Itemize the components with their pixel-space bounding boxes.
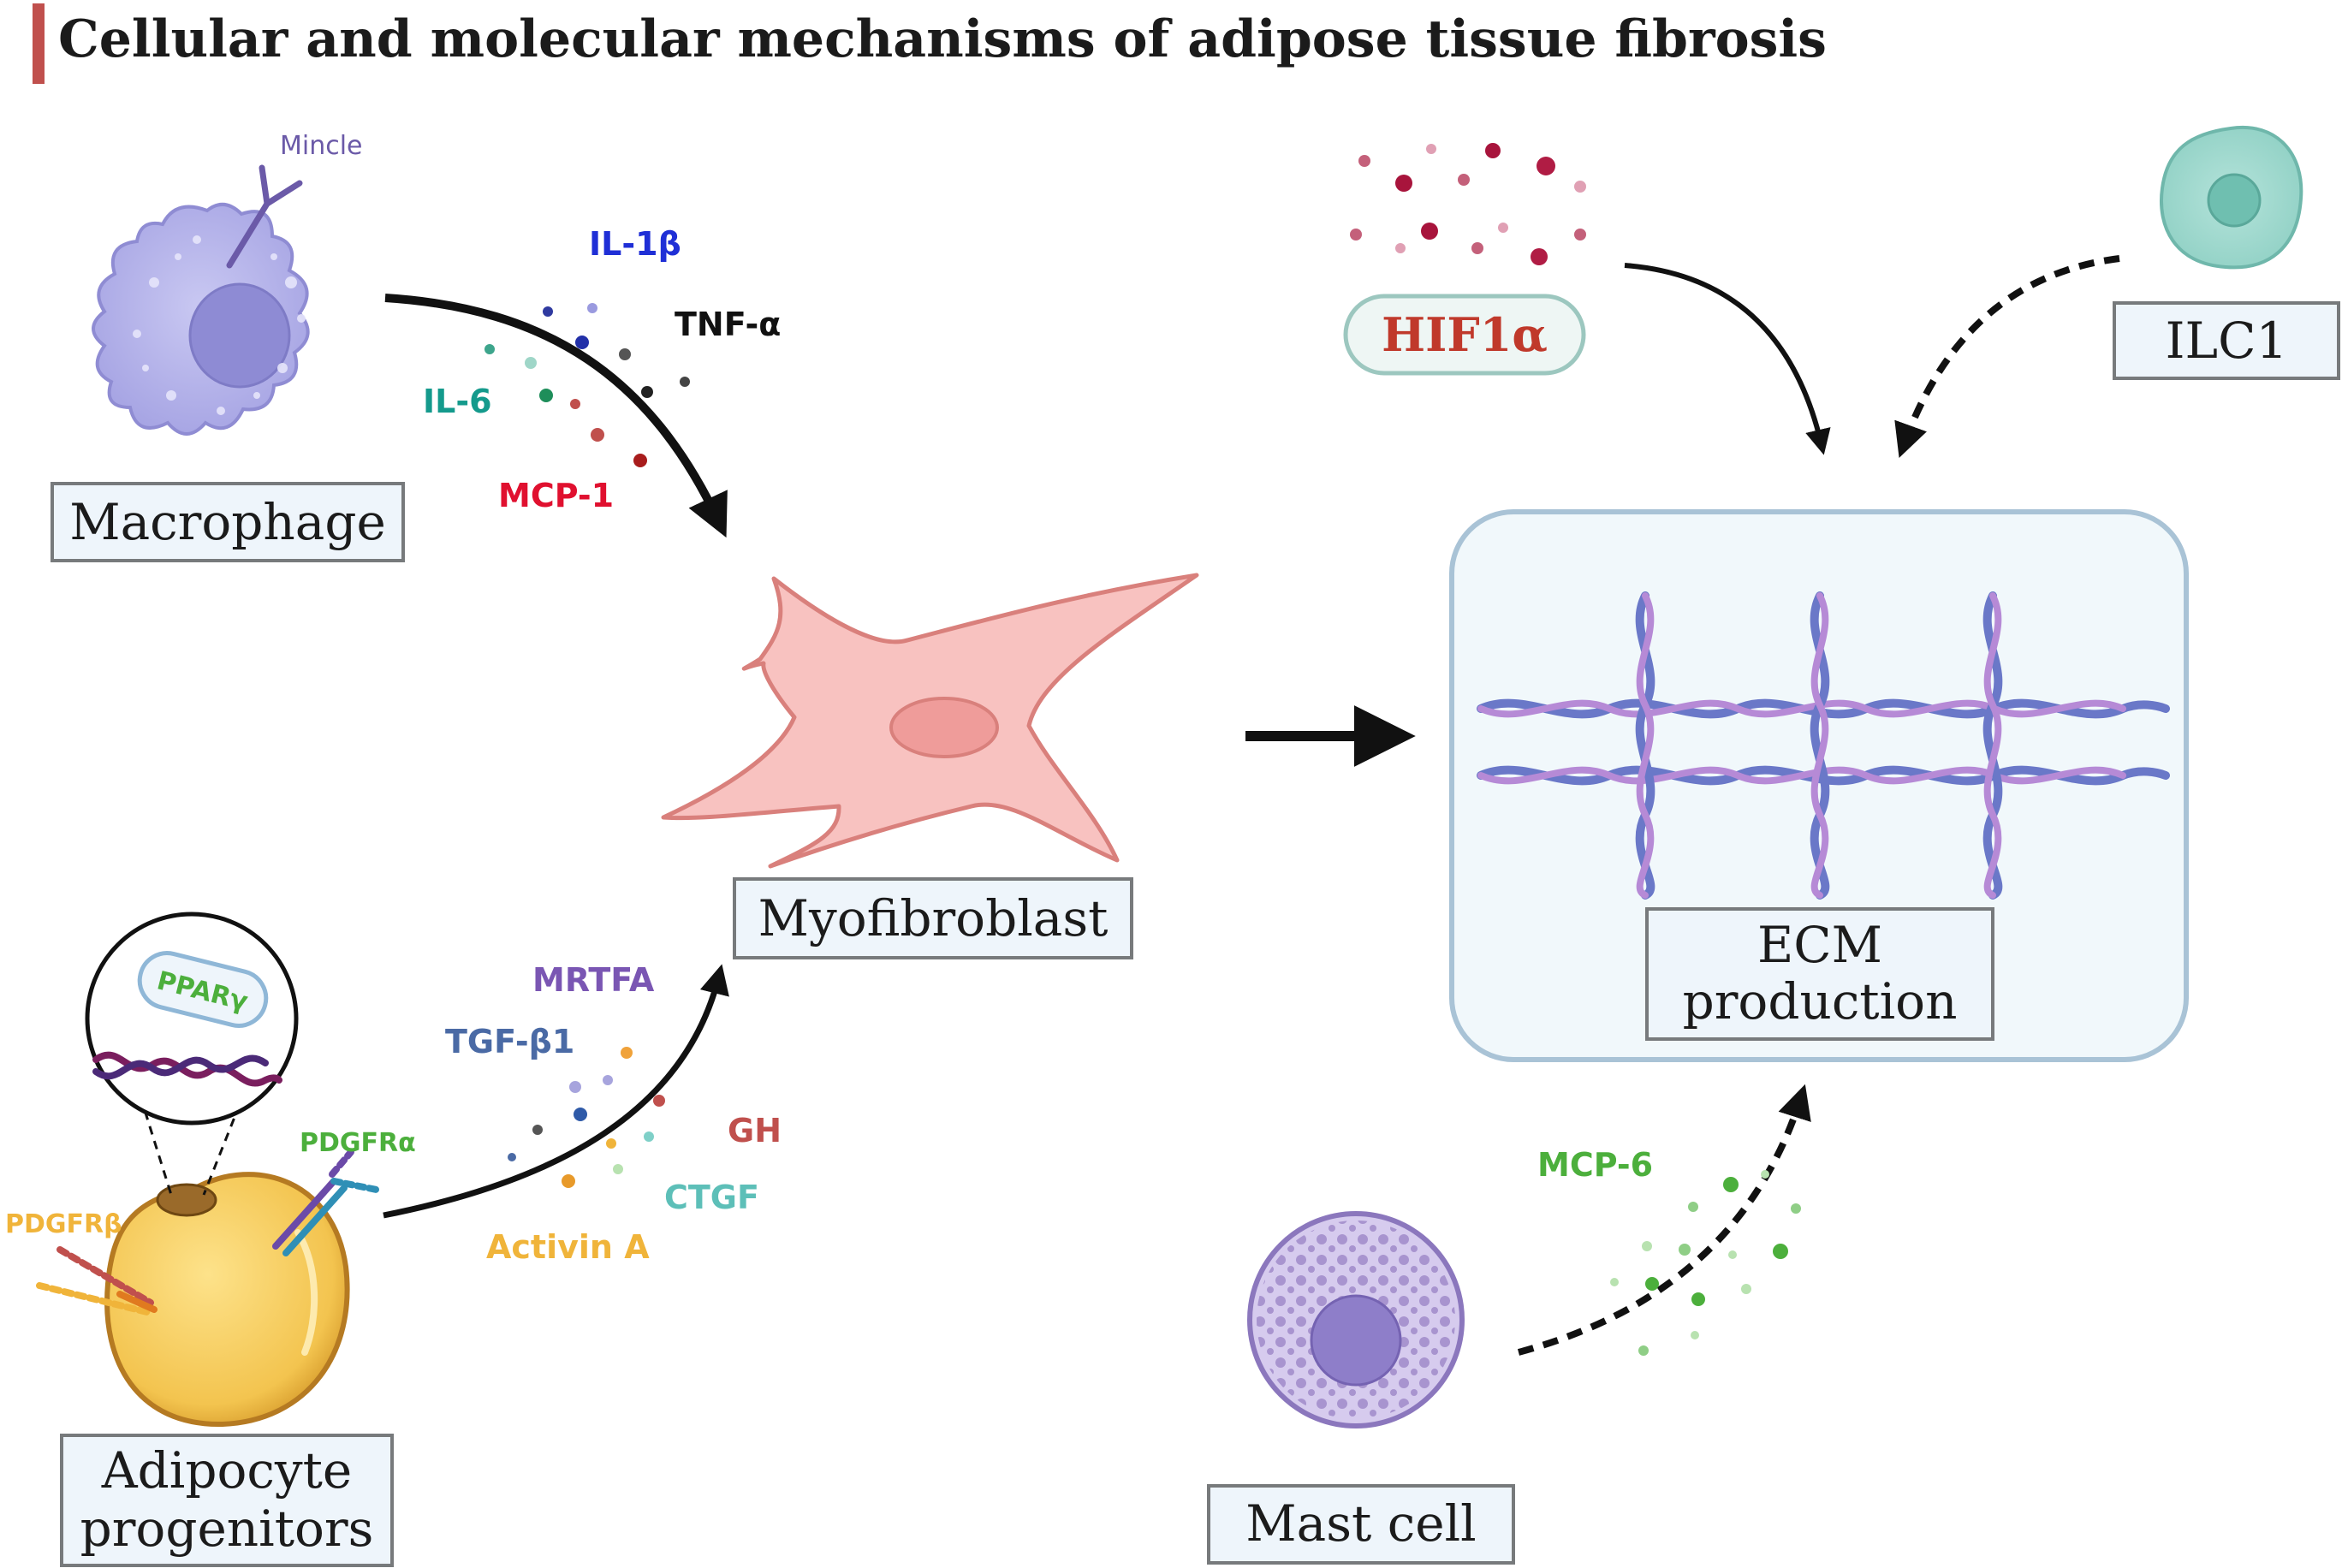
hif1a-dots	[1350, 143, 1586, 265]
adipocyte-label-line1: Adipocyte	[101, 1441, 353, 1500]
macrophage-factor-dots	[484, 303, 690, 467]
mast-cell	[1247, 1211, 1465, 1428]
ecm-panel-frame	[1449, 509, 2189, 1062]
macrophage-label-box: Macrophage	[51, 482, 405, 562]
macrophage-label: Macrophage	[69, 493, 386, 551]
mcp6-label: MCP-6	[1537, 1146, 1653, 1184]
activin-label: Activin A	[486, 1228, 650, 1266]
myofibroblast-label: Myofibroblast	[758, 889, 1109, 947]
ilc1-to-ecm-arrow	[1894, 255, 2120, 459]
tgfb1-label: TGF-β1	[445, 1023, 574, 1060]
ecm-label-line2: production	[1683, 972, 1958, 1030]
mast-cell-nucleus	[1310, 1294, 1402, 1387]
mcp1-label: MCP-1	[498, 477, 614, 514]
myofibroblast-cell	[661, 573, 1199, 869]
adipocyte-label-box: Adipocyte progenitors	[60, 1434, 394, 1567]
pdgfra-label: PDGFRα	[300, 1128, 416, 1158]
macrophage-to-myofibroblast-arrow	[384, 294, 728, 538]
ctgf-label: CTGF	[664, 1179, 759, 1216]
mast-cell-to-ecm-arrow	[1517, 1084, 1811, 1356]
macrophage-nucleus	[188, 282, 291, 389]
ilc1-label: ILC1	[2166, 312, 2288, 370]
title-text: Cellular and molecular mechanisms of adi…	[58, 9, 1827, 69]
progenitor-to-myofibroblast-arrow	[383, 964, 729, 1219]
hif1a-to-ecm-arrow	[1624, 263, 1831, 455]
ecm-label-box: ECM production	[1645, 907, 1994, 1041]
adipocyte-highlight	[294, 1229, 318, 1356]
mcp6-dots	[1610, 1170, 1801, 1356]
adipocyte-label-line2: progenitors	[80, 1500, 374, 1558]
hif1a-label: HIF1α	[1382, 307, 1548, 362]
page-title: Cellular and molecular mechanisms of adi…	[33, 3, 1827, 84]
mast-cell-label: Mast cell	[1245, 1494, 1476, 1553]
pdgfrb-label: PDGFRβ	[5, 1209, 122, 1239]
progenitor-factor-dots	[508, 1047, 665, 1188]
mast-cell-label-box: Mast cell	[1207, 1484, 1515, 1565]
adipocyte-nucleus	[156, 1183, 217, 1217]
hif1a-pill: HIF1α	[1343, 294, 1586, 376]
ilc1-nucleus	[2207, 173, 2262, 228]
zoom-circle	[85, 912, 299, 1126]
macrophage-vesicles	[133, 235, 306, 415]
macrophage-cell: Mincle	[92, 131, 363, 436]
ilc1-label-box: ILC1	[2113, 301, 2340, 380]
gh-label: GH	[728, 1112, 782, 1149]
ecm-panel: ECM production	[1449, 509, 2189, 1062]
mincle-label: Mincle	[280, 131, 363, 161]
mrtfa-label: MRTFA	[532, 961, 655, 999]
myofibroblast-label-box: Myofibroblast	[733, 877, 1133, 959]
dna-helix	[92, 1051, 282, 1087]
pdgfrb-receptor	[36, 1246, 158, 1316]
myofibroblast-nucleus	[889, 697, 999, 758]
tnfa-label: TNF-α	[675, 306, 781, 343]
il1b-label: IL-1β	[589, 225, 681, 263]
pdgfra-receptor	[272, 1149, 380, 1256]
ilc1-cell	[2160, 125, 2303, 270]
adipocyte-progenitor-cell: PPARγ PDGFRα PDGFRβ	[5, 912, 416, 1428]
il6-label: IL-6	[423, 383, 492, 420]
zoom-line-left	[125, 1052, 173, 1196]
ecm-label-line1: ECM	[1757, 916, 1882, 974]
ppar-capsule	[137, 951, 269, 1028]
title-accent-bar	[33, 3, 45, 84]
collagen-network	[1477, 591, 2170, 900]
mincle-receptor	[226, 164, 303, 269]
